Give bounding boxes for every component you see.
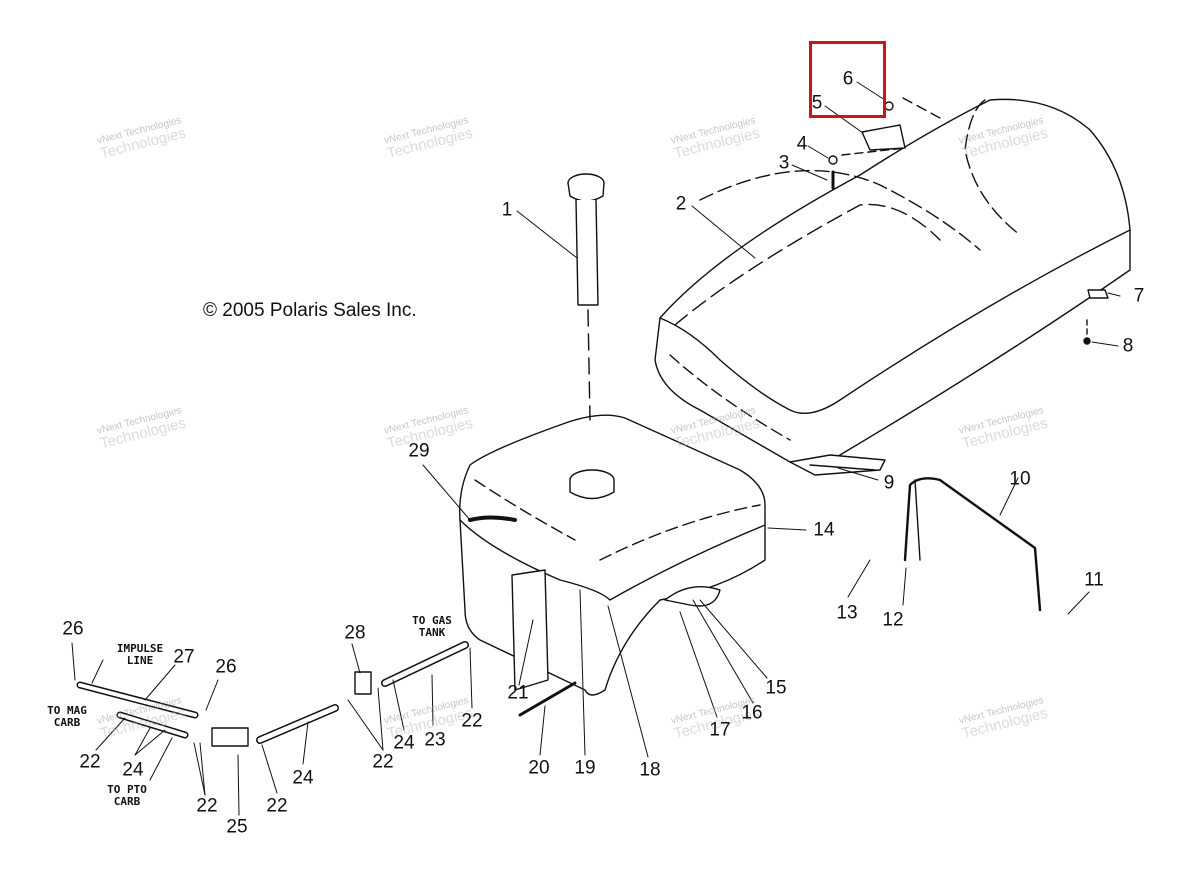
note-to-mag-carb: TO MAG CARB bbox=[47, 703, 87, 729]
callout-17[interactable]: 17 bbox=[709, 719, 731, 741]
callout-2[interactable]: 2 bbox=[675, 193, 687, 215]
callout-11[interactable]: 11 bbox=[1084, 569, 1104, 591]
callout-22[interactable]: 22 bbox=[196, 795, 218, 817]
fuel-lines-drawing bbox=[76, 641, 577, 747]
note-to-pto-carb: TO PTO CARB bbox=[107, 782, 147, 808]
callout-26[interactable]: 26 bbox=[62, 618, 84, 640]
bracket-drawing bbox=[903, 477, 1042, 612]
callout-19[interactable]: 19 bbox=[574, 757, 596, 779]
fuel-tank-drawing bbox=[459, 414, 766, 696]
callout-24[interactable]: 24 bbox=[292, 767, 314, 789]
callout-22[interactable]: 22 bbox=[79, 751, 101, 773]
note-to-gas-tank: TO GAS TANK bbox=[412, 613, 452, 639]
note-impulse-line: IMPULSE LINE bbox=[116, 641, 164, 667]
callout-29[interactable]: 29 bbox=[408, 440, 430, 462]
highlight-box bbox=[809, 41, 886, 118]
callout-15[interactable]: 15 bbox=[765, 677, 787, 699]
callout-21[interactable]: 21 bbox=[507, 682, 529, 704]
leader-lines bbox=[71, 81, 1121, 816]
callout-9[interactable]: 9 bbox=[883, 472, 895, 494]
callout-14[interactable]: 14 bbox=[813, 519, 835, 541]
seat-drawing bbox=[654, 98, 1131, 476]
copyright-notice: © 2005 Polaris Sales Inc. bbox=[203, 300, 417, 321]
hardware-drawing bbox=[828, 97, 1109, 345]
callout-10[interactable]: 10 bbox=[1009, 468, 1031, 490]
callout-27[interactable]: 27 bbox=[173, 646, 195, 668]
callout-26[interactable]: 26 bbox=[215, 656, 237, 678]
callout-22[interactable]: 22 bbox=[372, 751, 394, 773]
callout-24[interactable]: 24 bbox=[393, 732, 415, 754]
fuel-gauge-drawing bbox=[567, 173, 605, 421]
callout-23[interactable]: 23 bbox=[424, 729, 446, 751]
callout-8[interactable]: 8 bbox=[1122, 335, 1134, 357]
callout-22[interactable]: 22 bbox=[461, 710, 483, 732]
callout-16[interactable]: 16 bbox=[741, 702, 763, 724]
callout-25[interactable]: 25 bbox=[226, 816, 248, 838]
callout-28[interactable]: 28 bbox=[344, 622, 366, 644]
callout-20[interactable]: 20 bbox=[528, 757, 550, 779]
callout-24[interactable]: 24 bbox=[122, 759, 144, 781]
callout-3[interactable]: 3 bbox=[778, 152, 790, 174]
callout-13[interactable]: 13 bbox=[836, 602, 858, 624]
callout-4[interactable]: 4 bbox=[796, 133, 808, 155]
callout-6[interactable]: 6 bbox=[842, 68, 854, 90]
callout-18[interactable]: 18 bbox=[639, 759, 661, 781]
callout-7[interactable]: 7 bbox=[1133, 285, 1145, 307]
callout-1[interactable]: 1 bbox=[501, 199, 513, 221]
callout-12[interactable]: 12 bbox=[882, 609, 904, 631]
callout-22[interactable]: 22 bbox=[266, 795, 288, 817]
callout-5[interactable]: 5 bbox=[811, 92, 823, 114]
